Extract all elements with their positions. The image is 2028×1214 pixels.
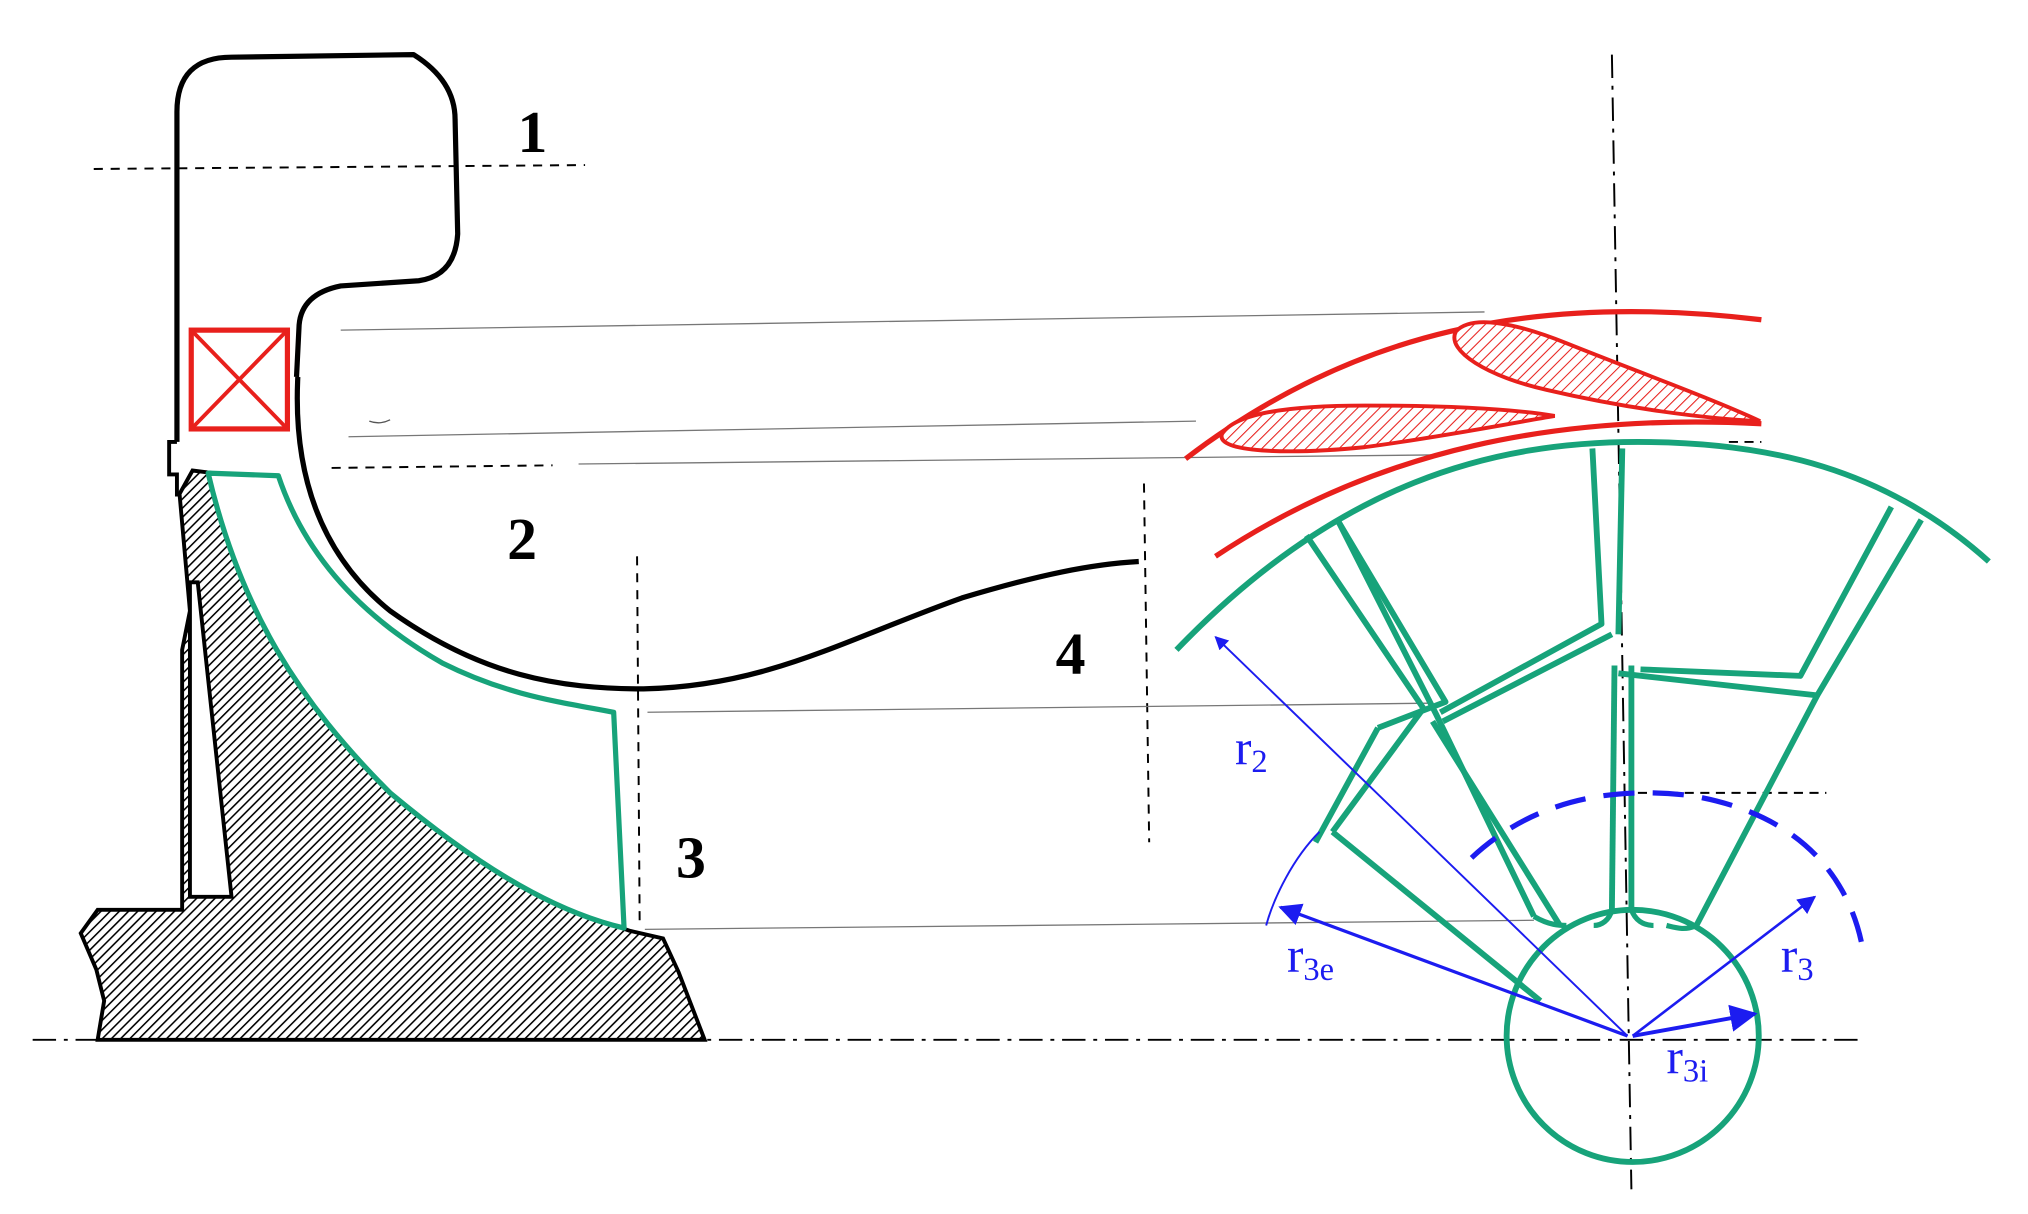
nozzle-vane-1 [1452,320,1761,424]
r3e-arrow [1278,903,1629,1038]
station-label-2: 2 [507,506,537,572]
rotor-outer-arc [1174,439,1991,652]
r2-arrow [1214,635,1629,1037]
r3e-label: r3e [1287,928,1334,988]
r3-arrow [1631,895,1817,1037]
r3i-label: r3i [1666,1030,1708,1090]
station-label-4: 4 [1056,620,1086,686]
station-1-line [93,164,586,170]
radius-arrows [1214,635,1817,1038]
r3-dashed-arc [1469,790,1864,943]
nozzle-ring-inner [1214,419,1762,559]
nozzle-seal-box [188,327,291,432]
volute-casing [174,51,461,442]
station-2-line [331,464,553,469]
r2-label: r2 [1235,720,1268,780]
rotor-blade-meridional [205,470,627,931]
r3-label: r3 [1781,928,1814,988]
station-3-line [636,556,641,923]
station-4-line [1143,483,1151,843]
station-label-1: 1 [517,99,547,165]
station-label-3: 3 [676,824,706,890]
projection-lines [340,311,1534,930]
rotor-blades [1304,448,1924,1004]
r3i-arrow [1632,1004,1758,1038]
nozzle-vane-2 [1219,403,1556,454]
rotor-vertical-centerline [1610,54,1633,1190]
shroud-contour [294,376,1139,692]
nozzle-ring-outer [1183,308,1762,461]
